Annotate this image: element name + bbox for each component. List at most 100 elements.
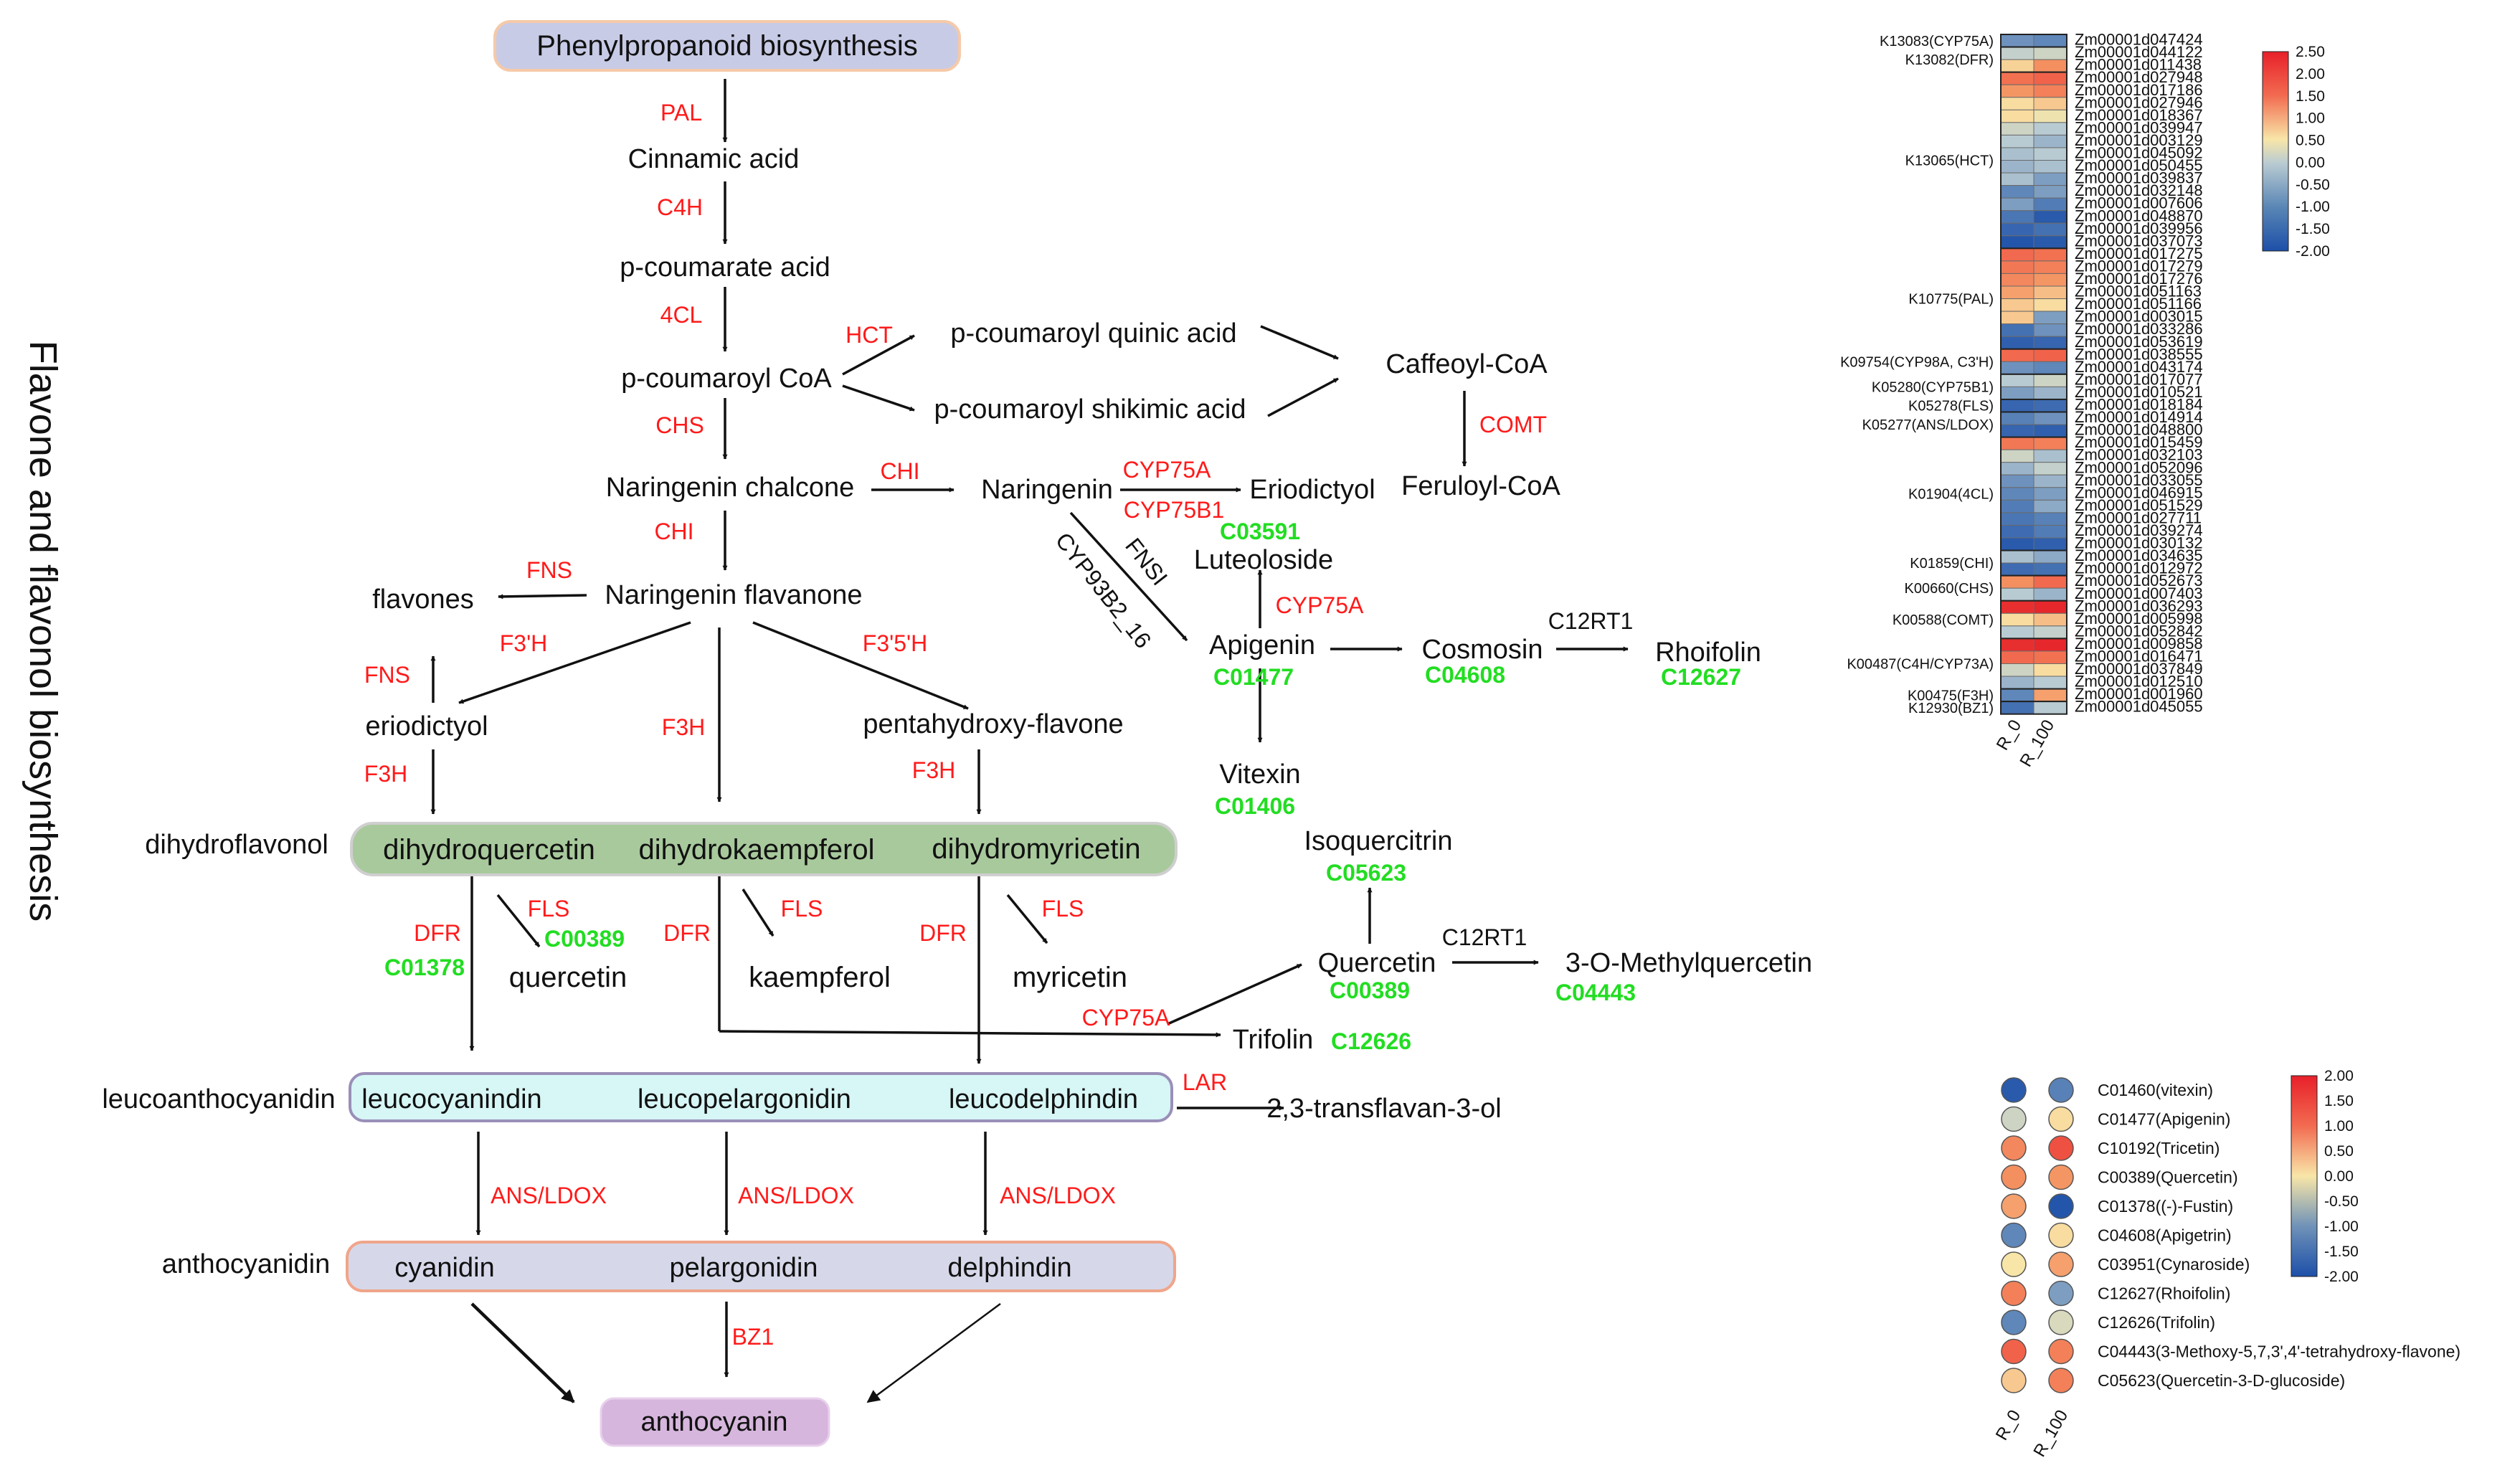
leucoanthocyanidin-label: leucoanthocyanidin — [102, 1084, 335, 1114]
enzyme-4cl: 4CL — [660, 302, 703, 328]
naringenin-flavanone: Naringenin flavanone — [605, 580, 862, 610]
enzyme-fns-1: FNS — [526, 557, 572, 583]
metabolite-heatmap-circle — [2001, 1251, 2027, 1277]
gene-id-label: Zm00001d052842 — [2075, 622, 2203, 640]
gene-heatmap-cell — [2033, 323, 2067, 337]
metabolite-heatmap-circle — [2001, 1193, 2027, 1219]
gene-id-label: Zm00001d012972 — [2075, 559, 2203, 577]
enzyme-cyp75a-3: CYP75A — [1082, 1005, 1170, 1031]
gene-heatmap-cell — [2000, 537, 2035, 551]
metabolite-colorbar-tick: 0.00 — [2324, 1168, 2354, 1185]
gene-id-label: Zm00001d014914 — [2075, 408, 2203, 426]
gene-heatmap-cell — [2000, 336, 2035, 350]
gene-heatmap-cell — [2033, 34, 2067, 48]
metabolite-row-label: C04443(3-Methoxy-5,7,3',4'-tetrahydroxy-… — [2098, 1342, 2460, 1361]
gene-id-label: Zm00001d001960 — [2075, 685, 2203, 703]
side-title: Flavone and flavonol biosynthesis — [22, 341, 65, 922]
gene-colorbar-tick: -2.00 — [2296, 243, 2330, 260]
gene-id-label: Zm00001d033286 — [2075, 320, 2203, 338]
metabolite-colorbar-gradient — [2291, 1075, 2318, 1277]
id-c03591: C03591 — [1220, 518, 1300, 544]
cinnamic-acid: Cinnamic acid — [628, 144, 800, 174]
gene-heatmap-cell — [2033, 575, 2067, 589]
gene-id-label: Zm00001d047424 — [2075, 31, 2203, 49]
gene-id-label: Zm00001d027946 — [2075, 93, 2203, 111]
enzyme-dfr-1: DFR — [414, 920, 461, 946]
gene-heatmap-cell — [2000, 235, 2035, 249]
gene-heatmap-cell — [2033, 222, 2067, 237]
gene-heatmap-cell — [2033, 197, 2067, 212]
gene-id-label: Zm00001d052673 — [2075, 572, 2203, 589]
anthocyanidin-box — [346, 1241, 1176, 1292]
gene-heatmap-cell — [2000, 349, 2035, 362]
gene-group-label: K05277(ANS/LDOX) — [1862, 417, 1994, 433]
luteoloside: Luteoloside — [1194, 545, 1333, 575]
metabolite-heatmap-circle — [2001, 1368, 2027, 1393]
gene-group-label: K00588(COMT) — [1893, 612, 1994, 628]
quercetin-upper: Quercetin — [1318, 948, 1436, 978]
enzyme-ans-1: ANS/LDOX — [491, 1183, 607, 1208]
gene-heatmap-cell — [2033, 625, 2067, 639]
gene-id-label: Zm00001d051529 — [2075, 496, 2203, 514]
enzyme-f3h-2: F3H — [662, 714, 705, 740]
gene-heatmap-cell — [2033, 336, 2067, 350]
gene-id-label: Zm00001d015459 — [2075, 433, 2203, 451]
gene-heatmap-cell — [2000, 185, 2035, 199]
gene-heatmap-cell — [2033, 185, 2067, 199]
gene-id-label: Zm00001d012510 — [2075, 673, 2203, 691]
gene-colorbar-gradient — [2262, 51, 2289, 252]
gene-group-label: K05280(CYP75B1) — [1872, 379, 1994, 395]
gene-heatmap-cell — [2033, 688, 2067, 702]
gene-heatmap-cell — [2000, 424, 2035, 438]
gene-heatmap-cell — [2033, 147, 2067, 161]
gene-heatmap-cell — [2000, 612, 2035, 627]
gene-heatmap-cell — [2033, 260, 2067, 274]
gene-id-label: Zm00001d051166 — [2075, 295, 2202, 313]
gene-heatmap-cell — [2033, 650, 2067, 665]
gene-heatmap-cell — [2033, 172, 2067, 186]
flavones: flavones — [372, 584, 474, 615]
dihydroflavonol-box — [350, 822, 1178, 876]
gene-id-label: Zm00001d030132 — [2075, 534, 2203, 552]
gene-heatmap-cell — [2000, 222, 2035, 237]
gene-heatmap-cell — [2033, 59, 2067, 73]
gene-heatmap-cell — [2000, 487, 2035, 501]
isoquercitrin: Isoquercitrin — [1304, 826, 1453, 856]
anthocyanin: anthocyanin — [641, 1407, 788, 1437]
metabolite-row-label: C10192(Tricetin) — [2098, 1139, 2220, 1157]
trifolin: Trifolin — [1233, 1025, 1314, 1055]
gene-heatmap-cell — [2033, 273, 2067, 287]
metabolite-heatmap-circle — [2048, 1309, 2074, 1335]
gene-id-label: Zm00001d005998 — [2075, 610, 2203, 627]
gene-id-label: Zm00001d039274 — [2075, 521, 2203, 539]
gene-heatmap-cell — [2000, 638, 2035, 652]
quercetin-lower: quercetin — [509, 962, 627, 993]
gene-colorbar: 2.502.001.501.000.500.00-0.50-1.00-1.50-… — [2262, 44, 2330, 260]
delphindin: delphindin — [947, 1253, 1071, 1283]
gene-heatmap-cell — [2033, 587, 2067, 602]
id-c05623: C05623 — [1326, 860, 1406, 886]
cyanidin: cyanidin — [394, 1253, 494, 1283]
gene-id-label: Zm00001d016471 — [2075, 648, 2203, 666]
gene-colorbar-tick: -1.50 — [2296, 221, 2330, 237]
arrows — [430, 79, 1629, 1403]
gene-heatmap-cell — [2033, 349, 2067, 362]
enzyme-comt: COMT — [1479, 412, 1547, 437]
kaempferol: kaempferol — [749, 962, 891, 993]
gene-colorbar-tick: 2.00 — [2296, 66, 2325, 82]
gene-heatmap-cell — [2000, 47, 2035, 60]
enzyme-f3h-1: F3H — [364, 761, 407, 787]
id-c12627: C12627 — [1661, 664, 1741, 690]
enzyme-c12rt1-2: C12RT1 — [1442, 924, 1527, 950]
metabolite-row-label: C05623(Quercetin-3-D-glucoside) — [2098, 1371, 2345, 1390]
gene-heatmap-cell — [2033, 550, 2067, 564]
caffeoyl-coa: Caffeoyl-CoA — [1385, 349, 1548, 379]
gene-heatmap-cell — [2033, 247, 2067, 262]
gene-heatmap-cell — [2033, 109, 2067, 123]
metabolite-heatmap-circle — [2001, 1222, 2027, 1249]
gene-heatmap-cell — [2000, 562, 2035, 577]
gene-heatmap-cell — [2033, 72, 2067, 85]
metabolite-colorbar-tick: 1.00 — [2324, 1118, 2354, 1135]
gene-heatmap-cell — [2033, 676, 2067, 690]
enzyme-fnsi: FNSI — [1120, 533, 1173, 590]
